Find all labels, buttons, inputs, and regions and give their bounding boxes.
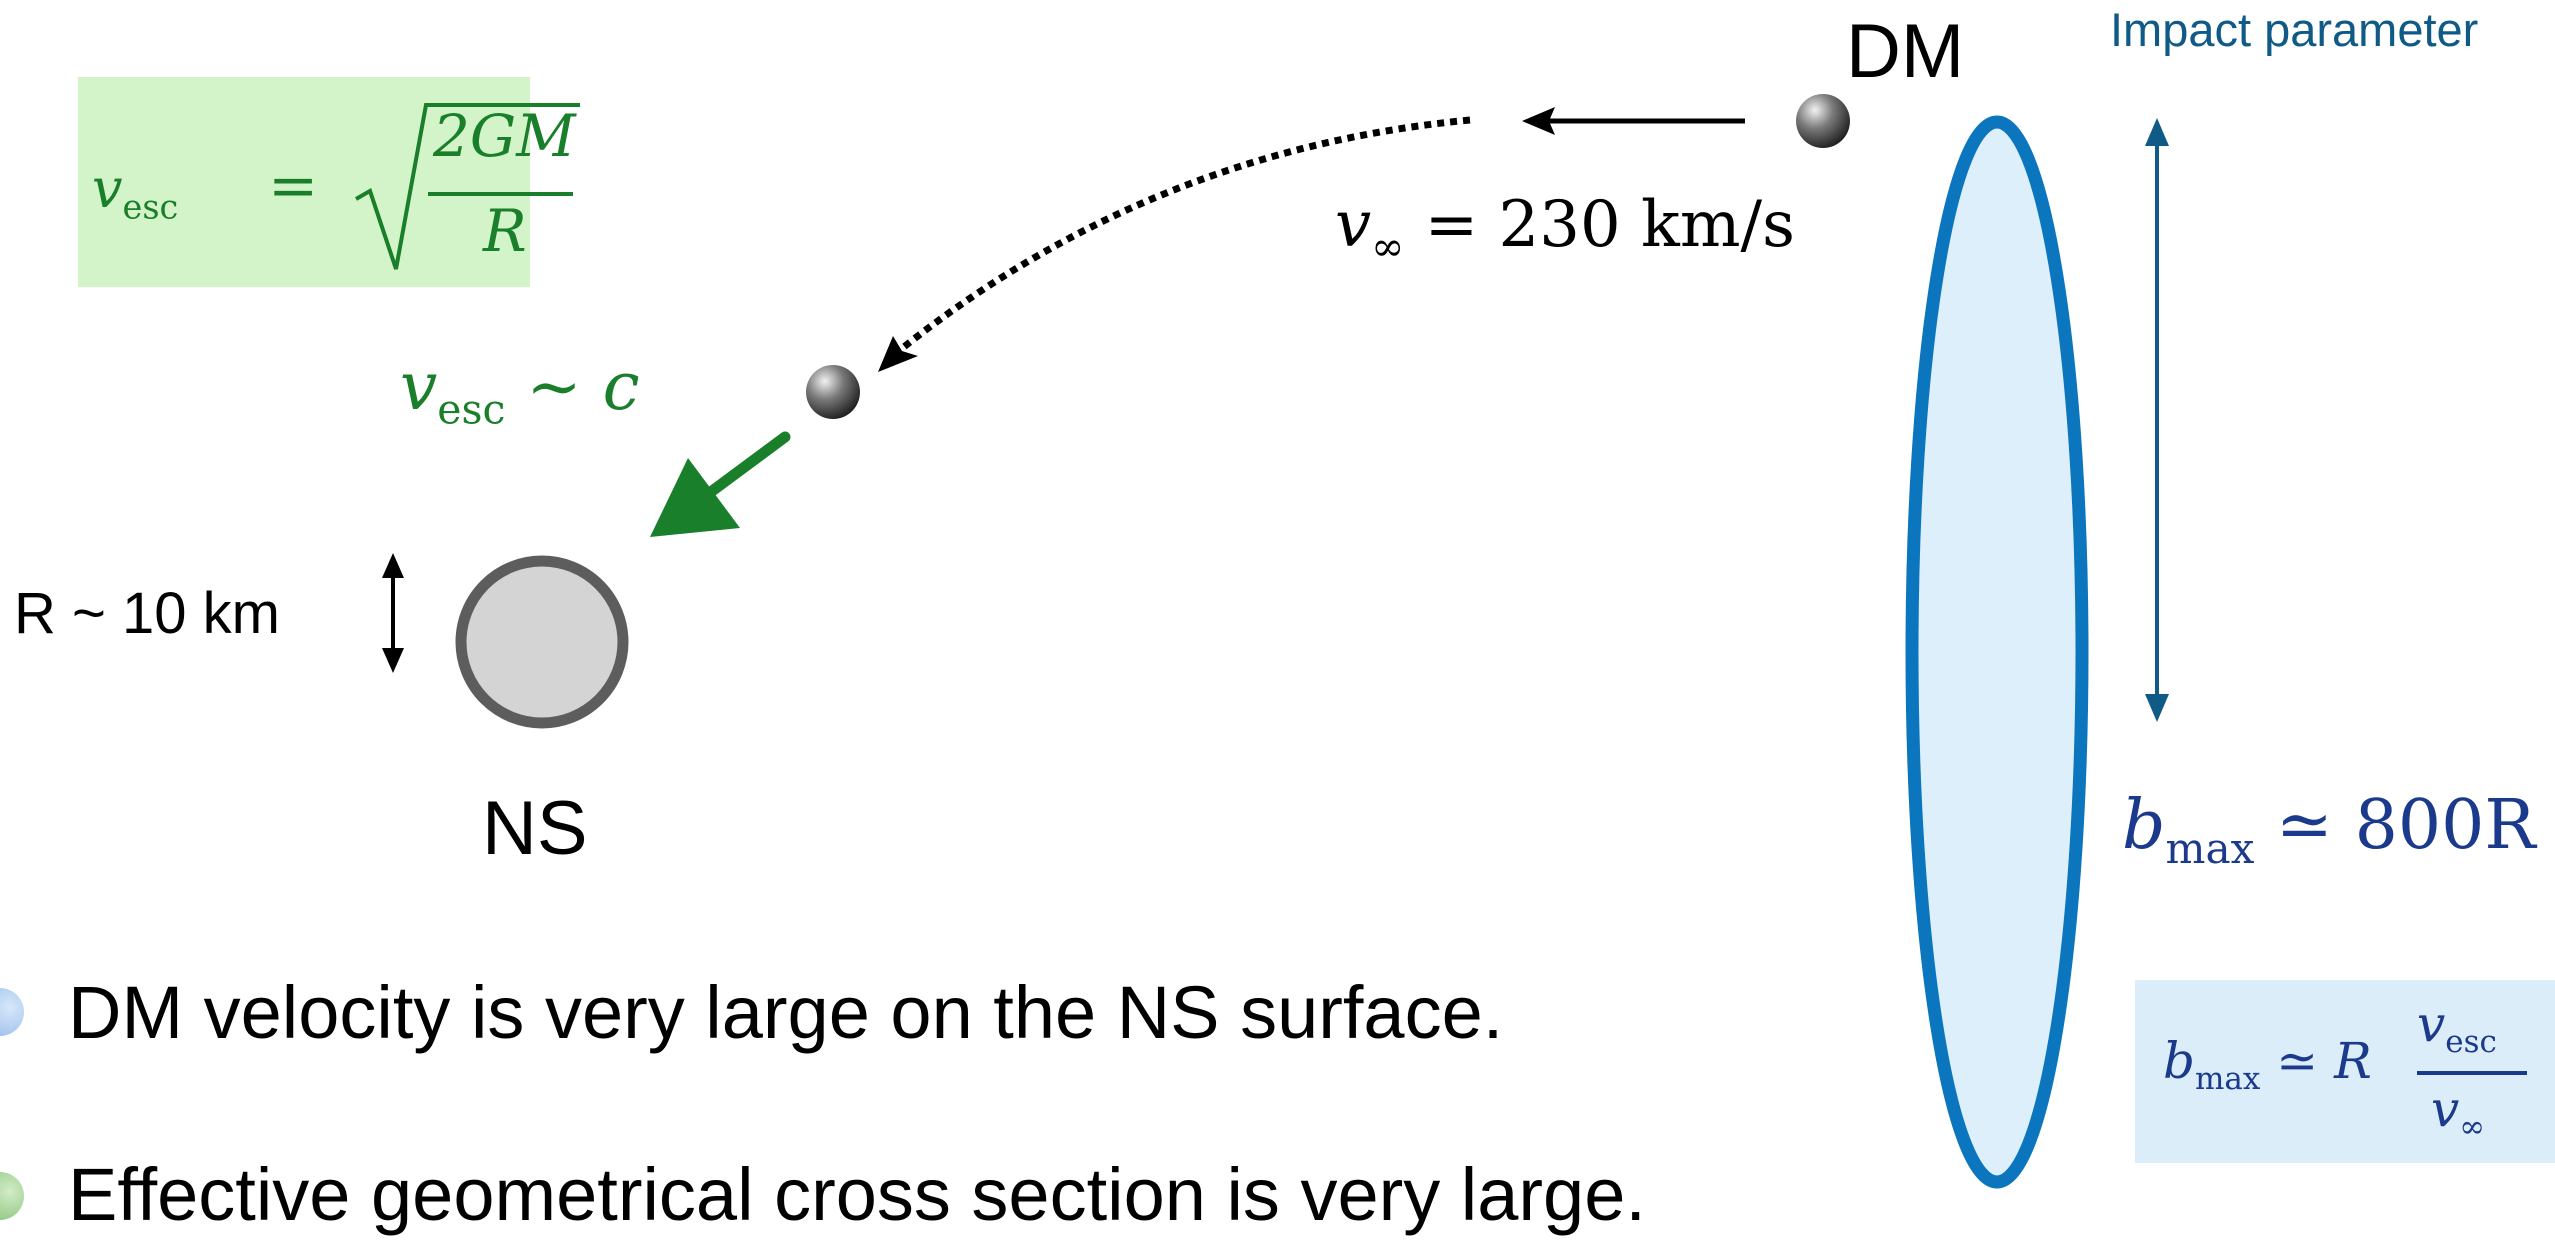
dm-label: DM [1846,9,1965,94]
impact-arrowhead-down [2145,694,2169,722]
formula-numerator: 2GM [433,102,576,170]
capture-cross-section-ellipse [1905,115,2089,1189]
trajectory-dotted-path [897,116,1471,353]
bmax-formula-lhs: bmax ≃ R [2163,1032,2372,1097]
dm-particle-incoming [1796,94,1850,148]
bmax-formula-box: bmax ≃ R vesc v∞ [2135,980,2555,1163]
radius-arrowhead-up [382,553,404,578]
impact-parameter-label: Impact parameter [2110,3,2479,56]
bmax-fraction-bar [2417,1071,2527,1075]
ns-radius-label: R ~ 10 km [14,581,280,646]
bmax-estimate-label: bmax ≃ 800R [2122,786,2536,873]
radius-arrowhead-down [382,648,404,673]
vesc-approx-c-label: vesc ∼ c [400,348,640,434]
trajectory-arrowhead [878,336,918,372]
bullet-text-2: Effective geometrical cross section is v… [68,1153,1646,1236]
formula-equals: = [268,151,319,221]
bmax-formula-numerator: vesc [2417,995,2497,1060]
dm-particle-near-ns [806,365,860,419]
green-infall-arrowhead [650,458,740,537]
bmax-formula-denominator: v∞ [2431,1080,2486,1145]
incoming-arrowhead [1522,107,1555,135]
bullet-text-1: DM velocity is very large on the NS surf… [68,971,1504,1054]
square-root-sign [355,103,580,270]
impact-arrowhead-up [2145,118,2169,146]
v-infinity-label: v∞ = 230 km/s [1335,188,1795,270]
neutron-star [455,555,629,729]
green-infall-arrow [694,431,791,506]
formula-denominator: R [483,197,527,265]
escape-velocity-formula-box: vesc = 2GM R [78,77,580,287]
ns-label: NS [482,786,588,871]
formula-vesc-lhs: vesc [92,157,179,227]
